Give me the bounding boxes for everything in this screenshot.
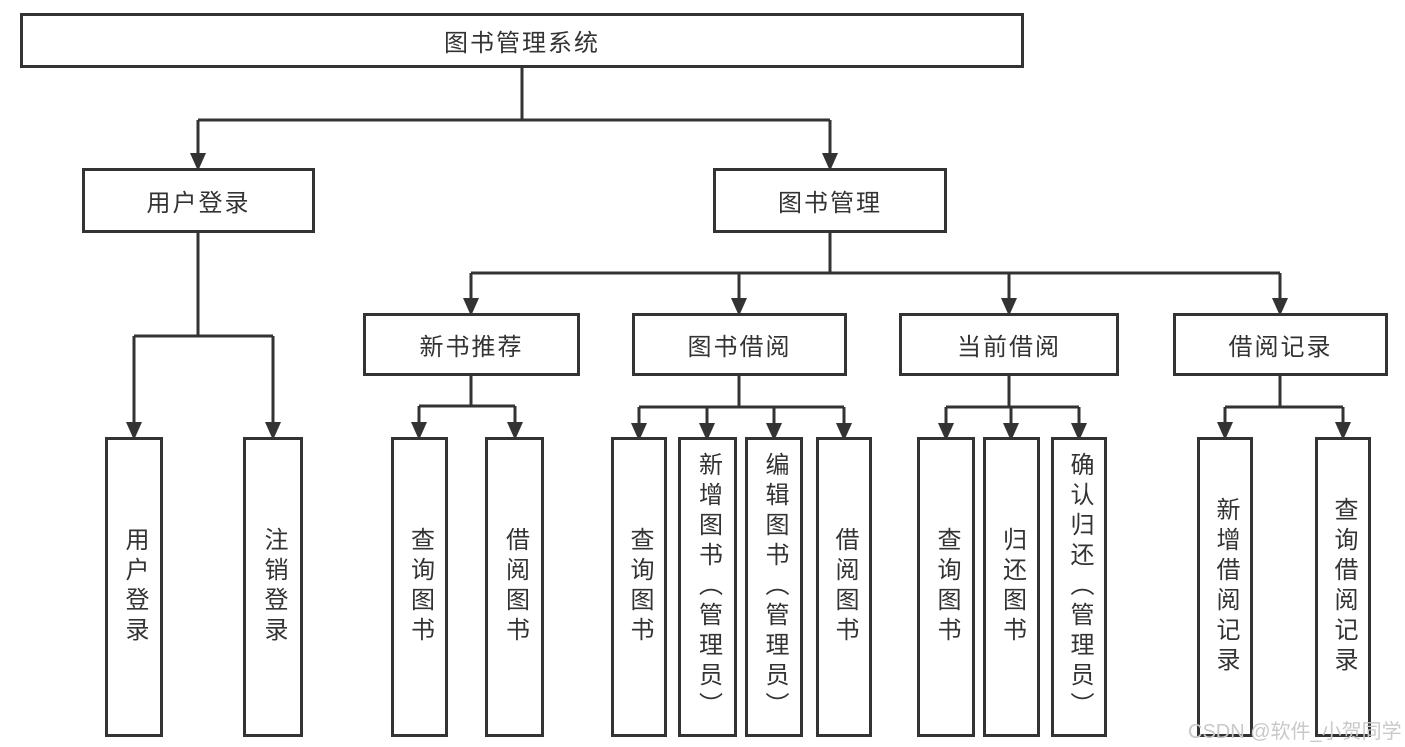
arrowhead — [1217, 422, 1233, 440]
arrowhead — [1272, 298, 1288, 316]
node-label: 用户登录 — [121, 527, 148, 647]
node-label: 查询图书 — [626, 527, 653, 647]
arrowhead — [836, 423, 852, 441]
arrowhead — [126, 422, 142, 440]
node-label: 图书管理系统 — [444, 30, 600, 57]
edge-borrow-to-leaves — [637, 376, 846, 426]
arrowhead — [1335, 422, 1351, 440]
node-label: 查询图书 — [406, 527, 434, 647]
leaf-borrow-book-2: 借阅图书 — [816, 437, 872, 737]
leaf-user-login: 用户登录 — [105, 437, 163, 737]
arrowhead — [507, 422, 523, 440]
leaf-return-book: 归还图书 — [983, 437, 1040, 737]
arrowhead — [190, 153, 206, 171]
node-book-management: 图书管理 — [713, 168, 947, 233]
node-borrow-records: 借阅记录 — [1173, 313, 1388, 376]
leaf-add-book-admin: 新增图书（管理员） — [678, 437, 737, 737]
node-book-borrow: 图书借阅 — [632, 313, 847, 376]
leaf-query-book-2: 查询图书 — [611, 437, 667, 737]
arrowhead — [1001, 298, 1017, 316]
edge-newbook-to-leaves — [417, 376, 517, 426]
leaf-edit-book-admin: 编辑图书（管理员） — [745, 437, 803, 737]
leaf-query-borrow-record: 查询借阅记录 — [1315, 437, 1371, 737]
leaf-borrow-book-1: 借阅图书 — [485, 437, 544, 737]
node-label: 归还图书 — [998, 527, 1026, 647]
node-label: 新增借阅记录 — [1212, 497, 1239, 677]
node-label: 编辑图书（管理员） — [761, 452, 788, 722]
arrowhead — [766, 423, 782, 441]
arrowhead — [411, 422, 427, 440]
leaf-logout: 注销登录 — [243, 437, 303, 737]
edge-bookmgmt-to-level2 — [469, 233, 1282, 301]
arrowhead — [265, 422, 281, 440]
arrowhead — [938, 423, 954, 441]
node-label: 新增图书（管理员） — [694, 452, 722, 722]
csdn-watermark: CSDN @软件_小贺同学 — [1188, 721, 1402, 743]
arrowhead — [731, 298, 747, 316]
node-label: 图书借阅 — [687, 334, 792, 361]
node-label: 确认归还（管理员） — [1066, 452, 1093, 722]
node-user-login: 用户登录 — [82, 168, 315, 233]
arrowhead — [463, 298, 479, 316]
edge-records-to-leaves — [1223, 376, 1345, 426]
node-label: 查询借阅记录 — [1330, 497, 1357, 677]
node-label: 注销登录 — [260, 527, 287, 647]
node-label: 查询图书 — [933, 527, 960, 647]
node-label: 图书管理 — [778, 190, 882, 217]
node-label: 借阅图书 — [831, 527, 858, 647]
edge-root-to-level1 — [196, 68, 832, 158]
arrowhead — [1003, 423, 1019, 441]
node-label: 用户登录 — [146, 190, 251, 217]
leaf-add-borrow-record: 新增借阅记录 — [1197, 437, 1253, 737]
node-label: 借阅记录 — [1228, 334, 1333, 361]
node-label: 当前借阅 — [957, 334, 1061, 361]
node-new-book-recommend: 新书推荐 — [363, 313, 580, 376]
edge-current-to-leaves — [944, 376, 1081, 426]
edge-userlogin-to-leaves — [132, 233, 275, 425]
arrowhead — [631, 423, 647, 441]
node-label: 新书推荐 — [419, 334, 524, 361]
leaf-confirm-return-admin: 确认归还（管理员） — [1051, 437, 1107, 737]
arrowhead — [1071, 423, 1087, 441]
arrowhead — [699, 423, 715, 441]
node-label: 借阅图书 — [501, 527, 529, 647]
node-library-management-system: 图书管理系统 — [20, 13, 1024, 68]
node-current-borrow: 当前借阅 — [899, 313, 1119, 376]
leaf-query-book-1: 查询图书 — [391, 437, 448, 737]
leaf-query-book-3: 查询图书 — [917, 437, 975, 737]
arrowhead — [822, 153, 838, 171]
